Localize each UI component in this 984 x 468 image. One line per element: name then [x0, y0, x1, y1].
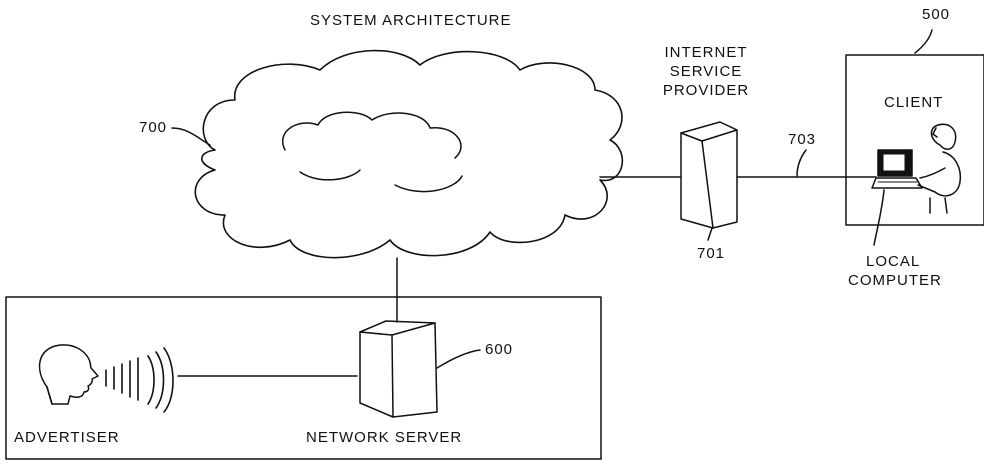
advertiser-label: ADVERTISER [14, 429, 120, 446]
user-icon [917, 123, 962, 214]
internet-cloud [194, 49, 624, 259]
advertiser-head-icon [38, 344, 99, 405]
client-box [845, 54, 984, 226]
network-server [359, 320, 438, 418]
ref-600: 600 [485, 341, 514, 358]
leader-703 [796, 149, 807, 177]
ref-701: 701 [697, 245, 726, 262]
diagram-title: SYSTEM ARCHITECTURE [310, 12, 512, 29]
local-computer-label-line1: LOCAL [866, 253, 921, 270]
leader-500 [914, 29, 933, 54]
ref-700: 700 [139, 119, 168, 136]
isp-label-line1: INTERNET [664, 44, 748, 61]
leader-701 [707, 227, 713, 241]
network-server-label: NETWORK SERVER [306, 429, 463, 446]
leader-local-computer [873, 189, 885, 246]
isp-server-tower [680, 121, 738, 229]
isp-label-line3: PROVIDER [662, 82, 750, 99]
leader-600 [436, 349, 481, 369]
isp-label-line2: SERVICE [669, 63, 743, 80]
local-computer-icon [871, 149, 923, 189]
sound-waves [105, 347, 174, 413]
ref-500: 500 [922, 6, 951, 23]
local-computer-label-line2: COMPUTER [848, 272, 942, 289]
ref-703: 703 [788, 131, 817, 148]
client-label: CLIENT [884, 94, 944, 111]
leader-700 [171, 127, 211, 146]
advertiser-box [5, 296, 602, 460]
